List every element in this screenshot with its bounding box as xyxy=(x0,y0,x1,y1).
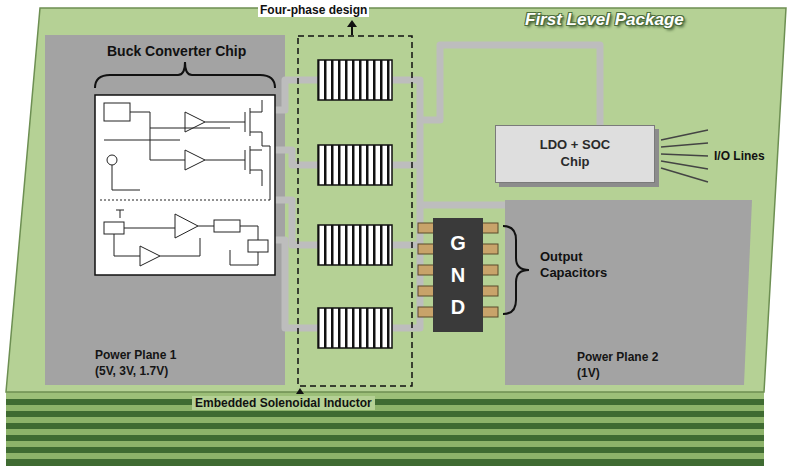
buck-converter-schematic xyxy=(104,140,180,141)
board-layers xyxy=(6,392,764,466)
power-plane: Power Plane 2 (1V) xyxy=(505,200,745,385)
board-top-face xyxy=(6,8,786,392)
buck-converter-schematic xyxy=(100,200,270,201)
chip-label: LDO + SOC Chip xyxy=(533,137,617,171)
buck-converter-schematic xyxy=(214,220,240,232)
callout-label: Four-phase design xyxy=(258,3,369,17)
leader-arrow xyxy=(296,20,357,394)
solenoidal-inductor xyxy=(318,308,392,348)
copper-trace xyxy=(275,240,318,328)
label-holder: Four-phase design xyxy=(258,3,369,17)
solenoidal-inductor xyxy=(318,225,392,265)
copper-trace xyxy=(392,242,420,249)
power-plane-shape xyxy=(45,35,285,385)
buck-converter-schematic xyxy=(175,214,198,238)
board-layers xyxy=(6,453,764,459)
buck-converter-schematic xyxy=(198,226,214,227)
copper-trace xyxy=(420,45,600,125)
buck-converter-schematic xyxy=(205,160,245,161)
board-layers xyxy=(6,392,764,466)
copper-trace xyxy=(392,162,420,169)
phase-group-outline xyxy=(298,36,412,386)
label-holder: Embedded Solenoidal Inductor xyxy=(192,396,375,410)
board-layers xyxy=(6,392,764,399)
callout-label: I/O Lines xyxy=(714,149,765,163)
board-layers xyxy=(6,441,764,447)
buck-converter-chip: Buck Converter Chip xyxy=(95,95,275,275)
copper-trace xyxy=(275,80,318,110)
buck-converter-schematic xyxy=(205,122,245,123)
buck-converter-schematic xyxy=(240,226,258,240)
power-plane-shape xyxy=(45,35,752,385)
buck-converter-schematic xyxy=(104,103,130,121)
chip-heading: Buck Converter Chip xyxy=(107,43,246,59)
solenoidal-inductor xyxy=(318,60,392,100)
solenoidal-inductor xyxy=(318,145,392,185)
buck-converter-schematic xyxy=(116,210,124,218)
buck-converter-schematic xyxy=(95,95,275,275)
io-line xyxy=(661,161,708,169)
plane-label: Power Plane 2 (1V) xyxy=(577,350,675,381)
leader-arrow xyxy=(347,20,357,27)
buck-converter-schematic xyxy=(107,155,117,165)
buck-converter-schematic xyxy=(160,238,200,256)
buck-converter-schematic xyxy=(114,234,140,256)
buck-converter-schematic xyxy=(245,100,262,146)
buck-converter-schematic xyxy=(185,150,205,170)
buck-converter-schematic xyxy=(245,146,262,186)
power-plane: Power Plane 1 (5V, 3V, 1.7V) xyxy=(45,35,285,385)
leader-arrow xyxy=(351,26,353,35)
io-line xyxy=(661,130,708,140)
io-line xyxy=(661,143,708,147)
board-top-face xyxy=(6,8,786,392)
label-holder: I/O Lines xyxy=(714,149,765,163)
power-plane-shape xyxy=(505,200,752,385)
callout-label: Embedded Solenoidal Inductor xyxy=(192,396,375,410)
plane-label: Power Plane 1 (5V, 3V, 1.7V) xyxy=(95,348,193,379)
capacitor-block: GND xyxy=(433,218,483,332)
callout-bracket xyxy=(95,62,275,88)
buck-converter-schematic xyxy=(230,250,258,265)
callout-bracket xyxy=(503,226,529,314)
buck-converter-schematic xyxy=(104,222,124,234)
copper-trace xyxy=(392,80,420,328)
io-line xyxy=(661,130,708,182)
buck-converter-schematic xyxy=(248,240,268,252)
label-holder: Output Capacitors xyxy=(540,249,625,282)
buck-converter-schematic xyxy=(150,128,185,160)
copper-trace xyxy=(420,202,505,209)
board-layers xyxy=(6,405,764,411)
buck-converter-schematic xyxy=(185,112,205,132)
solenoidal-inductor xyxy=(318,60,392,348)
buck-converter-schematic xyxy=(124,228,175,229)
io-line xyxy=(661,168,708,182)
buck-converter-schematic xyxy=(112,165,140,190)
io-line xyxy=(661,154,708,156)
package-title: First Level Package xyxy=(525,10,684,30)
callout-label: Output Capacitors xyxy=(540,249,625,282)
gnd-label: GND xyxy=(448,227,468,323)
buck-converter-schematic xyxy=(262,146,270,200)
buck-converter-schematic xyxy=(100,100,270,266)
leader-arrow xyxy=(296,388,304,394)
ldo-soc-chip: LDO + SOC Chip xyxy=(495,125,655,183)
buck-converter-schematic xyxy=(140,246,160,266)
buck-converter-schematic xyxy=(130,112,230,128)
buck-converter-schematic xyxy=(95,95,275,275)
phase-group-outline xyxy=(298,36,412,386)
board-layers xyxy=(6,429,764,435)
board-layers xyxy=(6,417,764,423)
copper-trace xyxy=(275,150,318,165)
